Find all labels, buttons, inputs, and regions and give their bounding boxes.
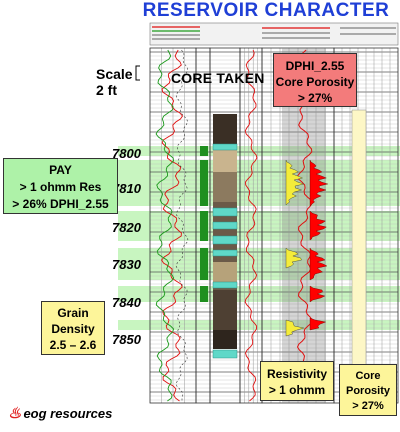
core-taken-label: CORE TAKEN <box>171 70 265 86</box>
callout-line: 2.5 – 2.6 <box>49 338 97 352</box>
core-segment <box>213 150 237 172</box>
company-logo: ♨eog resources <box>8 404 112 422</box>
scale-bracket-line <box>135 65 140 81</box>
logo-text: eog resources <box>23 406 113 421</box>
core-hatch <box>212 249 238 257</box>
pay-flag <box>200 211 208 241</box>
log-curves <box>155 49 329 402</box>
callout-line: > 27% <box>352 400 384 412</box>
core-segment <box>213 262 237 282</box>
depth-label: 7840 <box>112 295 141 310</box>
resistivity-callout: Resistivity > 1 ohmm <box>260 361 334 401</box>
callout-line: > 1 ohmm Res <box>19 180 102 194</box>
callout-line: Grain <box>57 306 89 320</box>
header-box <box>149 22 399 46</box>
curve-resistivity <box>244 49 258 402</box>
scale-label-line: Scale <box>96 66 133 82</box>
depth-label: 7850 <box>112 332 141 347</box>
scale-label-line: 2 ft <box>96 82 117 98</box>
scale-bracket <box>135 65 140 81</box>
red-fill <box>309 317 327 331</box>
callout-line: DPHI_2.55 <box>285 59 345 73</box>
curve-red <box>161 49 184 402</box>
core-segment <box>213 330 237 349</box>
red-fill <box>309 285 326 303</box>
callout-line: Core Porosity <box>275 75 355 89</box>
core-hatch <box>212 143 238 151</box>
callout-line: Core <box>355 370 381 382</box>
core-hatch <box>212 281 238 289</box>
pay-flag <box>200 248 208 280</box>
yellow-fill <box>285 319 304 337</box>
red-fill <box>309 247 328 281</box>
depth-label: 7810 <box>112 181 141 196</box>
pay-flag <box>200 160 208 206</box>
callout-line: > 27% <box>297 91 333 105</box>
pay-callout: PAY > 1 ohmm Res > 26% DPHI_2.55 <box>3 158 118 214</box>
scale-label: Scale 2 ft <box>96 66 133 98</box>
depth-label: 7800 <box>112 146 141 161</box>
pay-flag <box>200 146 208 156</box>
curve-dashed <box>175 49 189 401</box>
core-barrel-hatches <box>212 143 238 359</box>
curve-green <box>155 49 175 402</box>
yellow-fill <box>285 159 305 206</box>
pay-band <box>118 146 400 156</box>
pay-flag <box>200 286 208 302</box>
callout-line: PAY <box>49 163 72 177</box>
core-segment <box>213 114 237 144</box>
core-hatch <box>212 221 238 230</box>
pay-flags <box>200 146 208 302</box>
flame-icon: ♨ <box>8 405 22 422</box>
red-fill <box>309 210 327 241</box>
page-title: RESERVOIR CHARACTER <box>142 0 390 21</box>
core-hatch <box>212 349 238 359</box>
callout-line: > 26% DPHI_2.55 <box>12 197 109 211</box>
depth-label: 7830 <box>112 257 141 272</box>
core-segment <box>213 290 237 330</box>
depth-label: 7820 <box>112 220 141 235</box>
callout-line: Porosity <box>345 385 390 397</box>
callout-line: > 1 ohmm <box>268 383 326 397</box>
red-fill <box>309 159 329 207</box>
grain-density-callout: Grain Density 2.5 – 2.6 <box>41 301 105 355</box>
track-borders <box>149 47 399 404</box>
core-porosity-callout: Core Porosity > 27% <box>339 364 397 416</box>
track-header <box>149 22 399 46</box>
callout-line: Resistivity <box>266 367 328 381</box>
pay-band <box>118 320 400 330</box>
dphi-callout: DPHI_2.55 Core Porosity > 27% <box>273 53 357 107</box>
core-photo <box>212 114 238 359</box>
core-hatch <box>212 235 238 245</box>
callout-line: Density <box>51 322 95 336</box>
yellow-fill <box>285 247 302 269</box>
core-segment <box>213 172 237 202</box>
core-porosity-bar <box>351 109 367 395</box>
curve-porosity <box>296 49 313 402</box>
pay-band <box>118 286 400 302</box>
core-hatch <box>212 207 238 217</box>
